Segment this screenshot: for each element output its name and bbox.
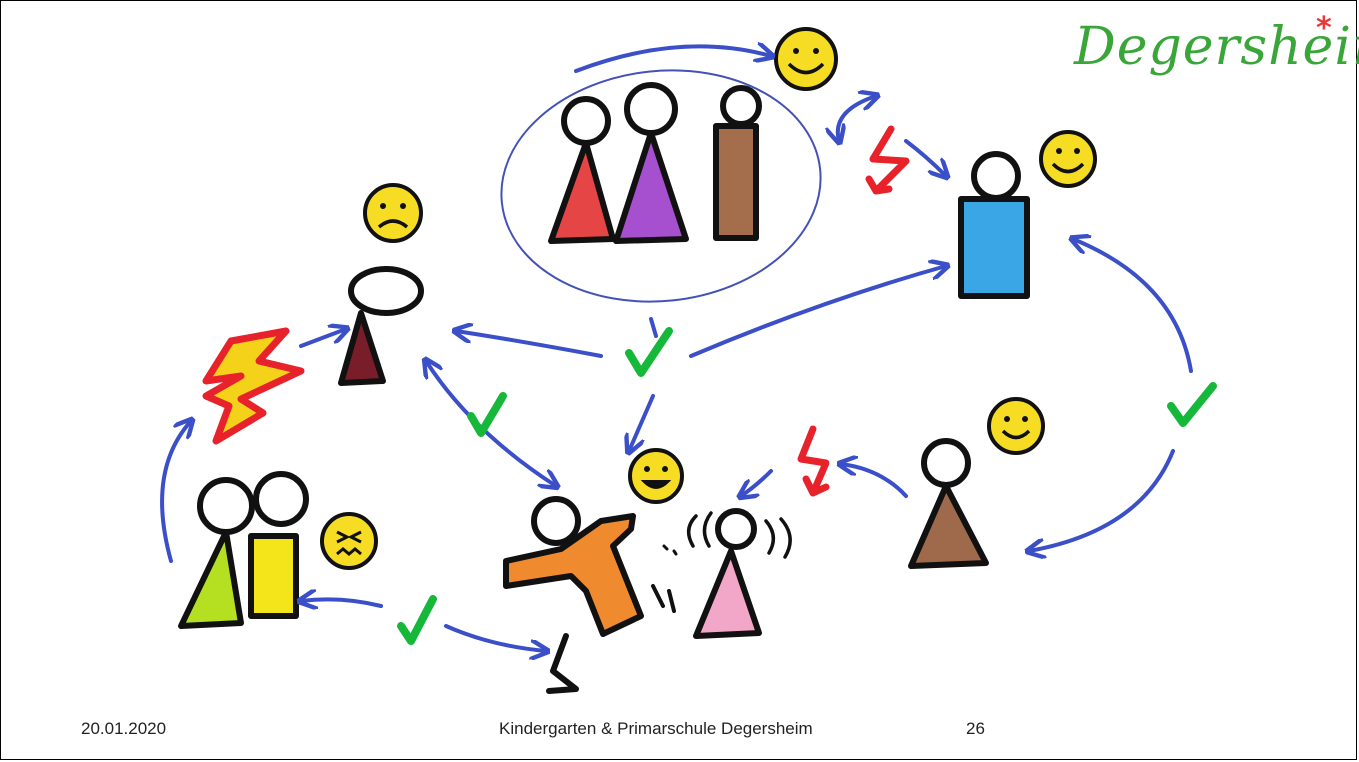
arrow <box>299 329 346 348</box>
arrow <box>838 96 876 141</box>
arrow <box>689 266 946 358</box>
arrow <box>444 624 546 651</box>
check-icon <box>467 392 507 437</box>
brown-person <box>908 438 989 569</box>
check-icon <box>625 327 673 377</box>
footer-title: Kindergarten & Primarschule Degersheim <box>499 719 813 738</box>
arrow <box>301 599 383 606</box>
orange-kicking-person <box>503 496 676 694</box>
person-head <box>561 96 611 146</box>
person-head <box>720 85 762 127</box>
arrow <box>1073 239 1193 373</box>
conflict-lightning-icon <box>202 327 305 445</box>
arrow <box>574 46 771 73</box>
group-of-three <box>548 82 762 244</box>
person-head <box>624 82 678 136</box>
conflict-lightning-icon <box>797 425 830 497</box>
arrow <box>456 331 603 358</box>
pink-person <box>662 508 792 639</box>
degersheim-logo: Degersheim * <box>1066 11 1359 101</box>
logo-text: Degersheim <box>1074 17 1359 77</box>
logo-star-icon: * <box>1316 11 1332 46</box>
arrow <box>160 421 191 563</box>
happy-smiley-icon <box>774 27 838 91</box>
person-purple <box>613 130 689 244</box>
sad-dark-person <box>338 266 424 386</box>
arrow <box>841 464 908 498</box>
happy-smiley-icon <box>987 397 1045 455</box>
arrow <box>649 317 658 338</box>
happy-smiley-icon <box>628 448 684 504</box>
happy-smiley-icon <box>1039 130 1097 188</box>
arrow <box>629 394 655 451</box>
sad-smiley-icon <box>363 183 423 243</box>
person-red <box>548 140 616 244</box>
check-icon <box>397 595 437 645</box>
group-circle <box>500 69 822 303</box>
arrow <box>1029 449 1175 551</box>
blue-person <box>958 151 1030 299</box>
person-brown <box>713 123 759 241</box>
angry-smiley-icon <box>320 512 378 570</box>
check-icon <box>1167 382 1217 427</box>
page-number: 26 <box>966 719 985 738</box>
relationship-arrows <box>160 46 1193 651</box>
arrow <box>741 469 773 496</box>
arrow <box>904 139 946 176</box>
footer-date: 20.01.2020 <box>81 719 167 738</box>
pair-of-persons <box>178 471 309 629</box>
conflict-lightning-icon <box>865 125 910 195</box>
